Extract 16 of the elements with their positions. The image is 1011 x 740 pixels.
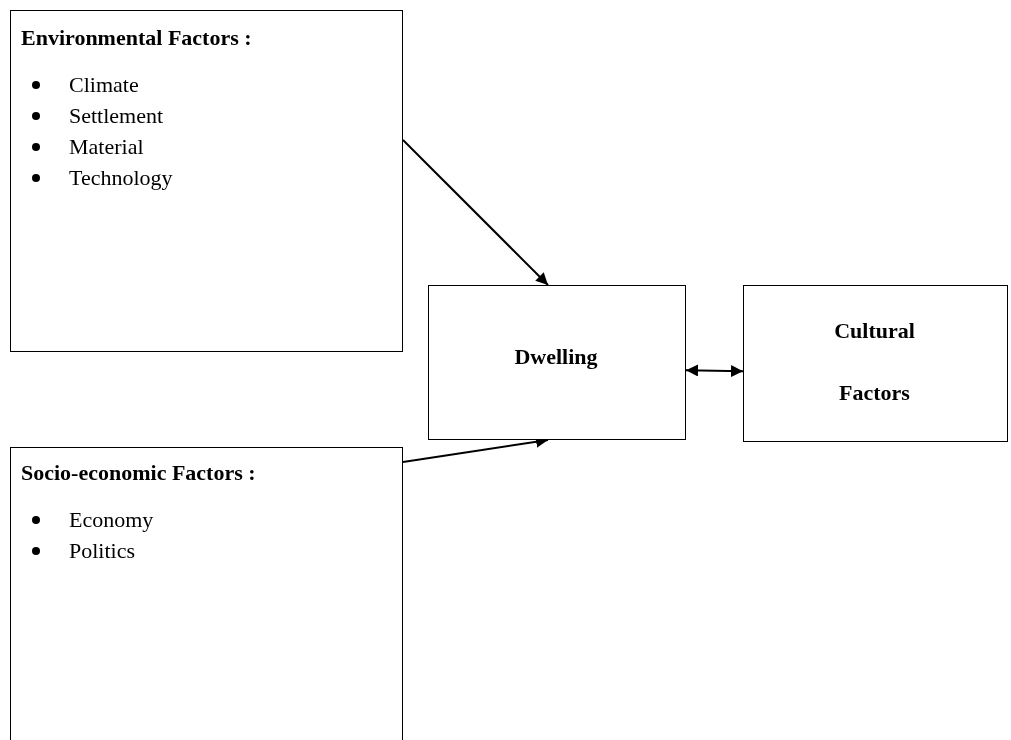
arrow: [685, 364, 744, 378]
bullet-item: Climate: [11, 69, 173, 100]
bullet-item: Economy: [11, 504, 154, 535]
concept-box: [743, 285, 1008, 442]
bullet-item: Politics: [11, 535, 154, 566]
box-heading: Environmental Factors :: [21, 25, 252, 51]
bullet-item: Technology: [11, 162, 173, 193]
arrow: [402, 138, 549, 286]
factor-box: [10, 447, 403, 740]
concept-box: [428, 285, 686, 440]
box-label: Cultural Factors: [833, 317, 916, 407]
bullet-item: Settlement: [11, 100, 173, 131]
factor-box: [10, 10, 403, 352]
bullet-item: Material: [11, 131, 173, 162]
box-label: Dwelling: [513, 344, 599, 370]
box-heading: Socio-economic Factors :: [21, 460, 256, 486]
